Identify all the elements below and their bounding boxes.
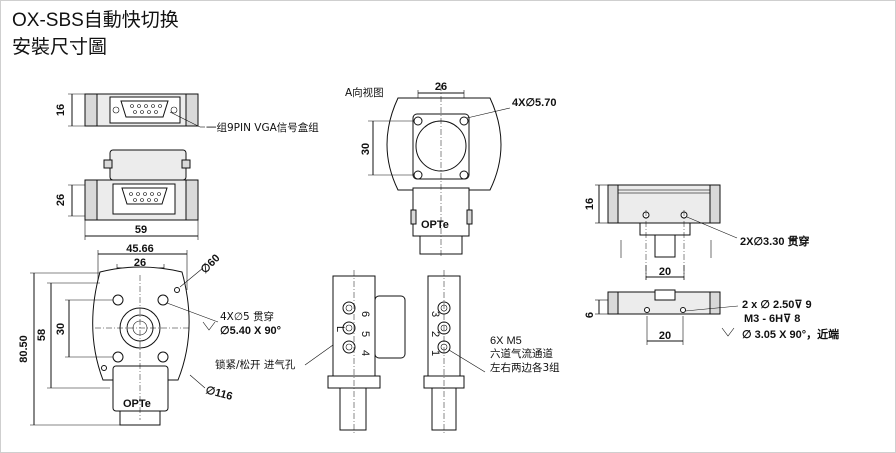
port-num-1: 1 bbox=[429, 350, 441, 356]
port-num-2: 2 bbox=[429, 331, 441, 337]
dim-20-lower: 20 bbox=[659, 330, 671, 342]
dim-26-side: 26 bbox=[55, 194, 67, 206]
side-port-view-left bbox=[304, 270, 406, 435]
dim-diameter-116: ∅116 bbox=[204, 384, 234, 403]
drawing-subtitle: 安裝尺寸圖 bbox=[12, 37, 108, 58]
front-logo: OPTe bbox=[123, 398, 151, 410]
chamfer-5-40-note: ∅5.40 X 90° bbox=[220, 325, 281, 337]
a-direction-view: OPTe bbox=[368, 85, 511, 258]
port-note-m5: 6X M5 bbox=[490, 335, 522, 347]
right-plate-view bbox=[595, 289, 739, 345]
drawing-title: OX-SBS自動快切换 bbox=[12, 10, 179, 31]
dim-80-50: 80.50 bbox=[18, 335, 30, 363]
chamfer-3-05-note: ∅ 3.05 X 90°，近端 bbox=[742, 327, 839, 341]
lock-inlet-note: 锁紧/松开 进气孔 bbox=[215, 358, 296, 371]
hole-2x2-50-note: 2 x ∅ 2.50⊽ 9 bbox=[742, 299, 812, 311]
port-note-groups: 左右两边各3组 bbox=[490, 361, 560, 374]
port-label-l: L bbox=[334, 326, 346, 332]
dim-59: 59 bbox=[135, 224, 147, 236]
front-face-view: OPTe bbox=[30, 250, 219, 426]
dim-58: 58 bbox=[36, 329, 48, 341]
hole-2x3-30-note: 2X∅3.30 贯穿 bbox=[740, 234, 810, 248]
dim-45-66: 45.66 bbox=[126, 243, 154, 255]
hole-4x5-70-note: 4X∅5.70 bbox=[512, 97, 556, 109]
port-num-5: 5 bbox=[359, 331, 371, 337]
thread-m3-note: M3 - 6H⊽ 8 bbox=[744, 313, 800, 325]
a-view-logo: OPTe bbox=[421, 219, 449, 231]
a-view-title: A向视图 bbox=[345, 86, 384, 99]
dim-30-a-view: 30 bbox=[360, 143, 372, 155]
dim-16-top: 16 bbox=[55, 104, 67, 116]
side-view-vga bbox=[68, 93, 205, 128]
port-num-3: 3 bbox=[429, 311, 441, 317]
dim-16-right: 16 bbox=[584, 198, 596, 210]
dim-diameter-60: ∅60 bbox=[199, 252, 223, 276]
dim-30-front: 30 bbox=[55, 323, 67, 335]
top-view-connector bbox=[68, 149, 199, 240]
dim-20-upper: 20 bbox=[659, 266, 671, 278]
dim-6: 6 bbox=[584, 312, 596, 318]
right-side-view bbox=[595, 184, 738, 280]
side-port-view-right bbox=[423, 270, 486, 435]
port-num-6: 6 bbox=[359, 311, 371, 317]
port-num-4: 4 bbox=[359, 350, 371, 356]
hole-4x5-note: 4X∅5 贯穿 bbox=[220, 310, 274, 323]
dim-26-front: 26 bbox=[134, 257, 146, 269]
dim-26-a-view: 26 bbox=[435, 81, 447, 93]
port-note-channels: 六道气流通道 bbox=[490, 347, 553, 360]
vga-note: 一组9PIN VGA信号盒组 bbox=[206, 121, 319, 134]
